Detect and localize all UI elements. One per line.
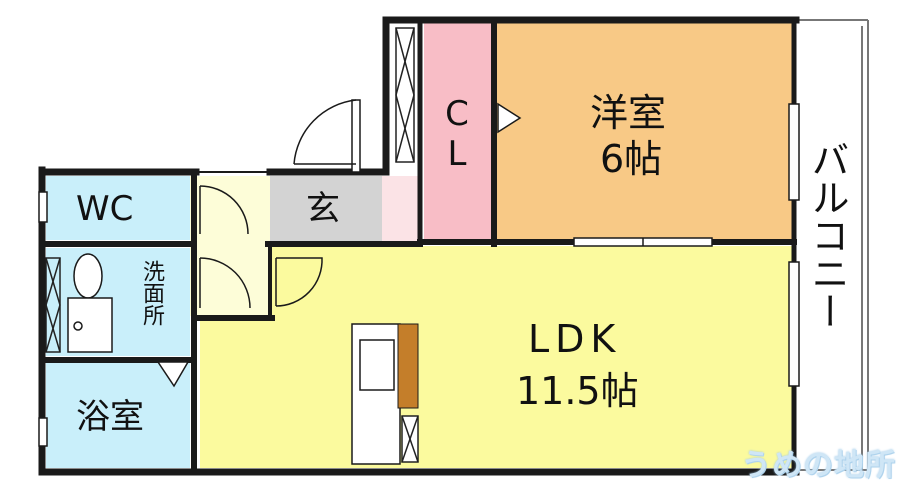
balcony-railing [792, 19, 869, 471]
bath-fill [46, 362, 190, 468]
entrance-label: 玄 [306, 189, 340, 229]
western-room-size: 6帖 [600, 137, 663, 181]
entrance-step-fill [382, 176, 420, 242]
closet-label: CL [437, 94, 477, 174]
pipe-space-cross [401, 415, 419, 463]
ldk-size: 11.5帖 [516, 369, 639, 413]
ldk-fill [200, 246, 792, 468]
balcony-label: バルコニー [805, 140, 849, 330]
ldk-name: LDK [528, 317, 622, 361]
wc-fill [46, 176, 190, 240]
watermark-logo: うめの地所 [741, 448, 896, 483]
kitchen-counter [351, 323, 419, 465]
toilet-fixture [67, 253, 113, 353]
hall-fill [190, 176, 270, 316]
balcony-area [796, 20, 868, 470]
entrance-fill [270, 176, 382, 242]
bath-label: 浴室 [76, 397, 144, 437]
wc-label: WC [76, 189, 134, 229]
entrance-door [293, 99, 361, 173]
storage-cross [395, 27, 415, 163]
left-storage-cross [45, 257, 61, 353]
western-room-fill [496, 22, 792, 240]
washroom-door [156, 361, 190, 388]
closet-fill [424, 22, 496, 240]
hall-doors [199, 185, 323, 309]
closet-door [497, 102, 522, 134]
western-room-name: 洋室 [590, 91, 667, 135]
windows [38, 103, 800, 447]
washroom-label: 洗面所 [139, 260, 164, 326]
